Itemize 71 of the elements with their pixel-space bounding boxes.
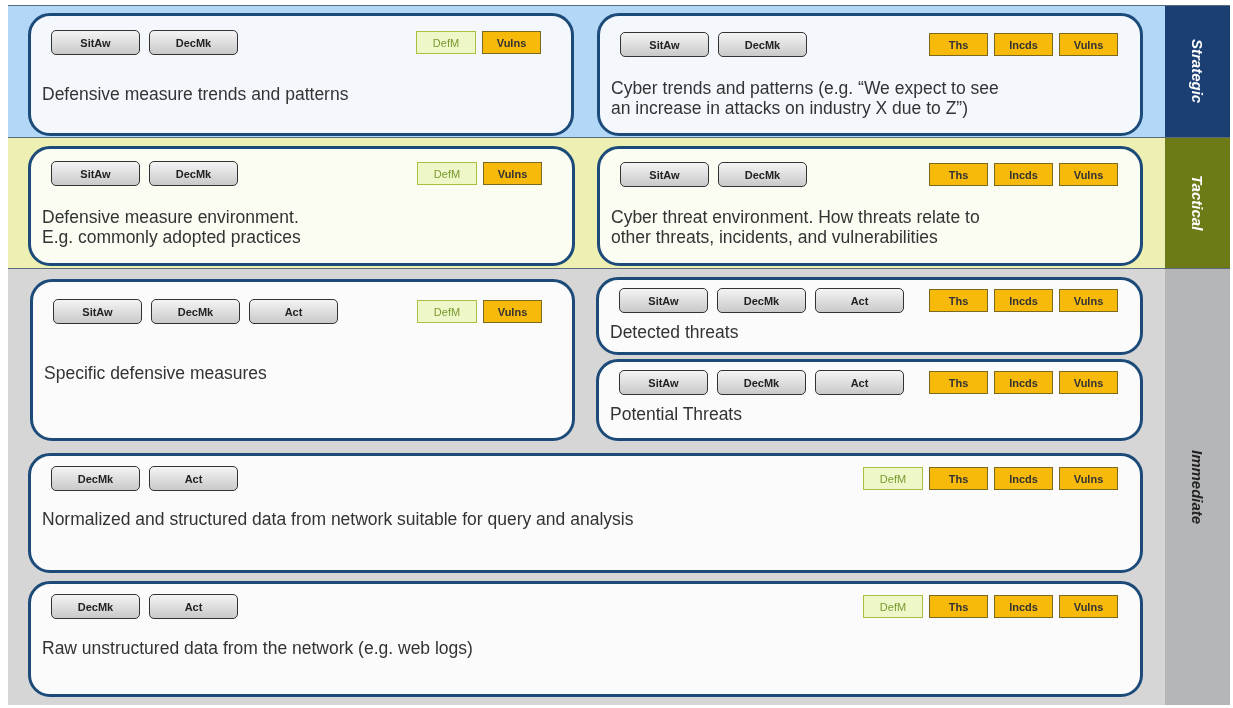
data-type-tag: Incds	[994, 33, 1053, 56]
role-tag: DecMk	[717, 288, 806, 313]
data-type-tag: Vulns	[1059, 371, 1118, 394]
category-card	[28, 581, 1143, 697]
role-tag: Act	[149, 594, 238, 619]
data-type-tag: Vulns	[1059, 289, 1118, 312]
card-description: Normalized and structured data from network suitable for query and analysis	[42, 509, 635, 529]
card-description: Detected threats	[610, 322, 740, 342]
category-card	[28, 453, 1143, 573]
band-label: Strategic	[1189, 39, 1206, 104]
card-description: Cyber threat environment. How threats relate to other threats, incidents, and vulnerabilities	[611, 207, 981, 247]
role-tag: DecMk	[718, 162, 807, 187]
role-tag: SitAw	[51, 30, 140, 55]
data-type-tag: Ths	[929, 33, 988, 56]
category-card	[28, 13, 574, 136]
role-tag: DecMk	[717, 370, 806, 395]
data-type-tag: Ths	[929, 467, 988, 490]
role-tag: SitAw	[51, 161, 140, 186]
role-tag: SitAw	[620, 162, 709, 187]
role-tag: Act	[815, 370, 904, 395]
data-type-tag: Vulns	[1059, 467, 1118, 490]
role-tag: DecMk	[151, 299, 240, 324]
data-type-tag: Incds	[994, 289, 1053, 312]
card-description: Cyber trends and patterns (e.g. “We expect to see an increase in attacks on industry X due to Z”)	[611, 78, 1000, 118]
role-tag: DecMk	[51, 594, 140, 619]
role-tag: SitAw	[619, 288, 708, 313]
data-type-tag: Incds	[994, 467, 1053, 490]
card-description: Specific defensive measures	[44, 363, 268, 383]
role-tag: DecMk	[149, 161, 238, 186]
category-card	[28, 146, 575, 266]
role-tag: DecMk	[51, 466, 140, 491]
role-tag: SitAw	[619, 370, 708, 395]
data-type-tag: Vulns	[483, 300, 542, 323]
defense-tag: DefM	[417, 300, 477, 323]
category-card	[597, 13, 1143, 136]
data-type-tag: Incds	[994, 163, 1053, 186]
card-description: Potential Threats	[610, 404, 743, 424]
data-type-tag: Incds	[994, 371, 1053, 394]
data-type-tag: Ths	[929, 289, 988, 312]
role-tag: Act	[249, 299, 338, 324]
category-card	[30, 279, 575, 441]
category-card	[596, 359, 1143, 441]
role-tag: Act	[149, 466, 238, 491]
role-tag: DecMk	[149, 30, 238, 55]
role-tag: SitAw	[620, 32, 709, 57]
data-type-tag: Vulns	[483, 162, 542, 185]
data-type-tag: Incds	[994, 595, 1053, 618]
category-card	[597, 146, 1143, 266]
category-card	[596, 277, 1143, 355]
defense-tag: DefM	[416, 31, 476, 54]
band-panel	[8, 5, 1230, 137]
data-type-tag: Ths	[929, 595, 988, 618]
defense-tag: DefM	[417, 162, 477, 185]
card-description: Defensive measure environment. E.g. commonly adopted practices	[42, 207, 302, 247]
data-type-tag: Ths	[929, 371, 988, 394]
data-type-tag: Vulns	[1059, 33, 1118, 56]
role-tag: Act	[815, 288, 904, 313]
defense-tag: DefM	[863, 595, 923, 618]
band-label: Tactical	[1189, 175, 1206, 231]
data-type-tag: Ths	[929, 163, 988, 186]
card-description: Raw unstructured data from the network (e.g. web logs)	[42, 638, 474, 658]
band-label: Immediate	[1189, 449, 1206, 525]
band-panel	[8, 268, 1230, 705]
role-tag: SitAw	[53, 299, 142, 324]
data-type-tag: Vulns	[1059, 595, 1118, 618]
role-tag: DecMk	[718, 32, 807, 57]
defense-tag: DefM	[863, 467, 923, 490]
data-type-tag: Vulns	[482, 31, 541, 54]
data-type-tag: Vulns	[1059, 163, 1118, 186]
band-panel	[8, 137, 1230, 268]
card-description: Defensive measure trends and patterns	[42, 84, 350, 104]
